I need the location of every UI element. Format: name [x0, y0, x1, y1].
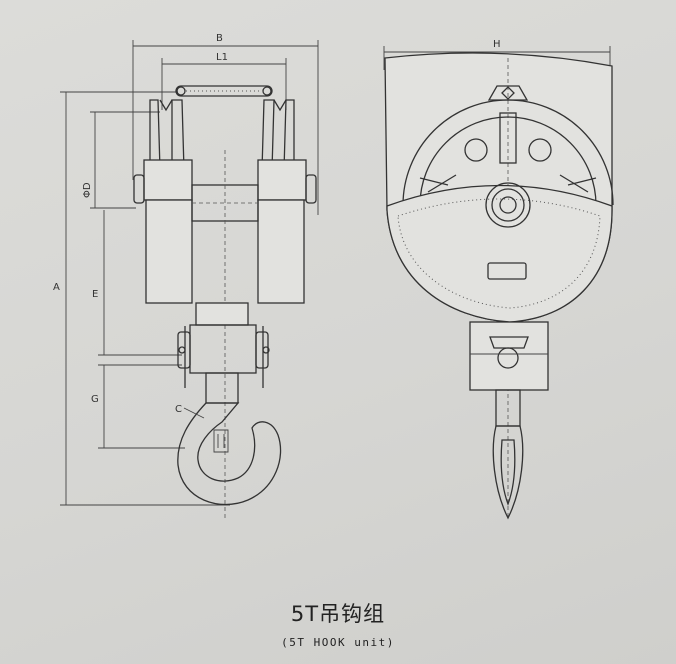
right-side-plate: [257, 99, 317, 304]
front-view: B L1 A ΦD: [53, 33, 319, 520]
central-sheave: [191, 150, 259, 520]
dim-label-g: G: [91, 394, 99, 405]
dim-label-a: A: [53, 282, 60, 293]
dim-label-d: ΦD: [82, 182, 93, 198]
top-pin: [175, 85, 273, 97]
dim-label-c: C: [175, 404, 182, 415]
dim-label-h: H: [493, 39, 501, 50]
dimension-l1: L1: [161, 52, 287, 110]
dimension-b: B: [132, 33, 319, 215]
left-side-plate: [133, 99, 193, 304]
hook-unit-technical-drawing: B L1 A ΦD: [53, 33, 614, 520]
dim-label-l1: L1: [216, 52, 228, 63]
hook: C: [175, 372, 282, 506]
dim-label-b: B: [216, 33, 223, 44]
side-sheave: [402, 85, 614, 206]
side-cover: [386, 182, 613, 323]
dimension-e: E: [92, 210, 182, 356]
dimension-a: A: [53, 91, 230, 506]
dim-label-e: E: [92, 289, 98, 300]
crosshead: [177, 302, 270, 388]
dimension-g: G: [91, 364, 185, 449]
side-crosshead: [469, 321, 549, 391]
dimension-d: ΦD: [82, 111, 160, 209]
side-hook: [492, 389, 524, 520]
caption-title: 5T吊钩组: [290, 602, 386, 626]
caption-subtitle: (5T HOOK unit): [281, 636, 395, 649]
side-view: H: [383, 39, 614, 520]
